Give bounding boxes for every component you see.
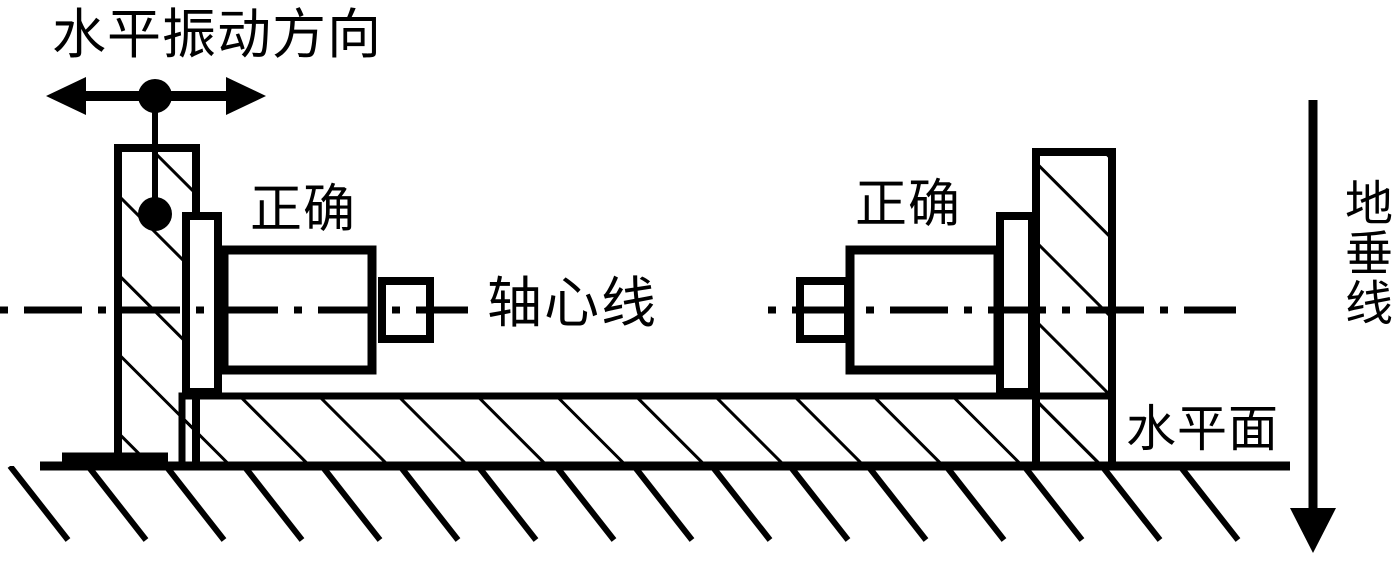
label-axis-centerline: 轴心线 xyxy=(487,273,659,334)
ground-hatch-icon xyxy=(7,466,1241,542)
double-headed-horizontal-arrow-icon xyxy=(46,77,266,115)
left-machine-assembly xyxy=(182,212,434,396)
label-vibration-direction: 水平振动方向 xyxy=(52,5,382,65)
downward-arrow-icon xyxy=(1290,100,1336,553)
left-machine-flange xyxy=(182,212,222,396)
right-machine-flange xyxy=(996,212,1036,396)
label-ground-vertical: 地垂线 xyxy=(1336,178,1390,328)
label-horizontal-plane: 水平面 xyxy=(1126,401,1279,457)
pivot-dot-icon xyxy=(138,79,172,113)
arrow-head-right xyxy=(226,77,266,115)
label-correct-left: 正确 xyxy=(250,182,357,239)
plumb-bob-weight xyxy=(138,197,172,231)
right-machine-assembly xyxy=(796,212,1036,396)
label-correct-right: 正确 xyxy=(855,177,962,234)
gravity-arrow-head xyxy=(1290,508,1336,553)
arrow-head-left xyxy=(46,77,86,115)
plumb-bob-icon xyxy=(138,96,172,231)
foundation-base-slab xyxy=(178,392,1116,470)
